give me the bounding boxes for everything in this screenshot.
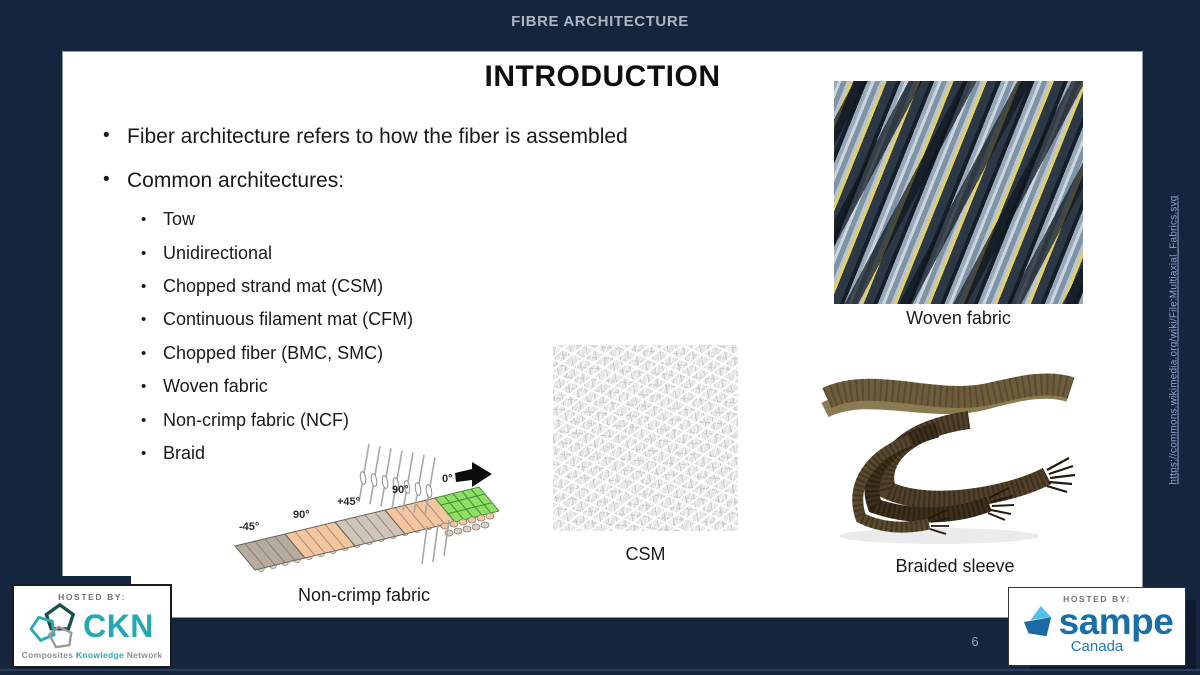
frame-bottom-divider xyxy=(0,669,1200,671)
list-item: • Continuous filament mat (CFM) xyxy=(141,303,413,336)
list-item: • Chopped strand mat (CSM) xyxy=(141,270,413,303)
figure-csm: CSM xyxy=(553,345,738,564)
slide-canvas: INTRODUCTION • Fiber architecture refers… xyxy=(62,51,1143,618)
bullet-dot: • xyxy=(141,244,147,262)
list-item-text: Chopped strand mat (CSM) xyxy=(163,275,384,296)
deck-section-header: FIBRE ARCHITECTURE xyxy=(511,13,689,30)
image-source-link[interactable]: https://commons.wikimedia.org/wiki/File:… xyxy=(1168,195,1180,485)
ckn-word-network: Network xyxy=(126,650,163,660)
ncf-angle-label: 90° xyxy=(392,484,409,496)
bullet-item: • Common architectures: xyxy=(103,169,344,193)
ncf-diagram: -45° 90° +45° 90° 0° xyxy=(234,443,500,572)
figure-caption: Braided sleeve xyxy=(895,556,1015,576)
ckn-word-knowledge: Knowledge xyxy=(75,650,125,660)
bullet-dot: • xyxy=(141,277,147,295)
bullet-text: Common architectures: xyxy=(127,169,345,192)
page-number: 6 xyxy=(971,634,979,649)
sampe-logo-card: HOSTED BY: sampe Canada xyxy=(1008,587,1186,666)
figure-braided-sleeve: Braided sleeve xyxy=(819,358,1091,576)
bullet-dot: • xyxy=(141,311,147,329)
hosted-by-label: HOSTED BY: xyxy=(58,592,126,602)
bullet-dot: • xyxy=(141,344,147,362)
list-item: • Braid xyxy=(141,437,413,470)
ckn-pentagons-icon xyxy=(30,603,76,649)
ckn-word-composites: Composites xyxy=(21,650,74,660)
bullet-dot: • xyxy=(141,411,147,429)
list-item-text: Woven fabric xyxy=(163,376,268,397)
list-item: • Unidirectional xyxy=(141,236,413,269)
csm-image xyxy=(553,345,738,531)
bullet-dot: • xyxy=(141,444,147,462)
braided-sleeve-image xyxy=(821,373,1076,544)
woven-fabric-image xyxy=(834,81,1083,304)
sampe-wordmark: sampe xyxy=(1058,601,1174,642)
figure-non-crimp-fabric: -45° 90° +45° 90° 0° Non-crimp fabric xyxy=(229,442,500,605)
list-item-text: Tow xyxy=(163,209,196,230)
architecture-list: • Tow • Unidirectional • Chopped strand mat… xyxy=(141,203,413,470)
list-item-text: Braid xyxy=(163,442,206,463)
ncf-angle-label: 90° xyxy=(293,509,310,521)
list-item: • Chopped fiber (BMC, SMC) xyxy=(141,337,413,370)
sampe-mark-icon xyxy=(1023,605,1051,637)
sampe-region-label: Canada xyxy=(1070,638,1124,655)
ncf-angle-label: -45° xyxy=(239,521,259,533)
ckn-logo-card: HOSTED BY: CKN Composites Knowledge Netw… xyxy=(12,584,172,668)
bullet-dot: • xyxy=(103,125,110,146)
ckn-tagline: Composites Knowledge Network xyxy=(14,650,170,660)
list-item: • Non-crimp fabric (NCF) xyxy=(141,403,413,436)
list-item-text: Chopped fiber (BMC, SMC) xyxy=(163,342,384,363)
list-item-text: Continuous filament mat (CFM) xyxy=(163,309,414,330)
ckn-acronym: CKN xyxy=(83,607,154,644)
list-item-text: Unidirectional xyxy=(163,242,273,263)
figure-woven-fabric: Woven fabric xyxy=(834,81,1083,328)
ncf-angle-label: 0° xyxy=(442,473,453,485)
bullet-text: Fiber architecture refers to how the fib… xyxy=(127,125,628,148)
list-item: • Woven fabric xyxy=(141,370,413,403)
list-item-text: Non-crimp fabric (NCF) xyxy=(163,409,350,430)
bullet-dot: • xyxy=(141,378,147,396)
figure-caption: CSM xyxy=(625,544,666,564)
bullet-item: • Fiber architecture refers to how the f… xyxy=(103,125,628,149)
list-item: • Tow xyxy=(141,203,413,236)
slide-title: INTRODUCTION xyxy=(484,60,721,93)
figure-caption: Non-crimp fabric xyxy=(297,585,431,605)
direction-arrow-icon xyxy=(455,462,492,487)
bullet-dot: • xyxy=(141,211,147,229)
figure-caption: Woven fabric xyxy=(906,308,1011,328)
bullet-dot: • xyxy=(103,169,110,190)
hosted-by-label: HOSTED BY: xyxy=(1063,594,1131,604)
ncf-angle-label: +45° xyxy=(337,496,360,508)
